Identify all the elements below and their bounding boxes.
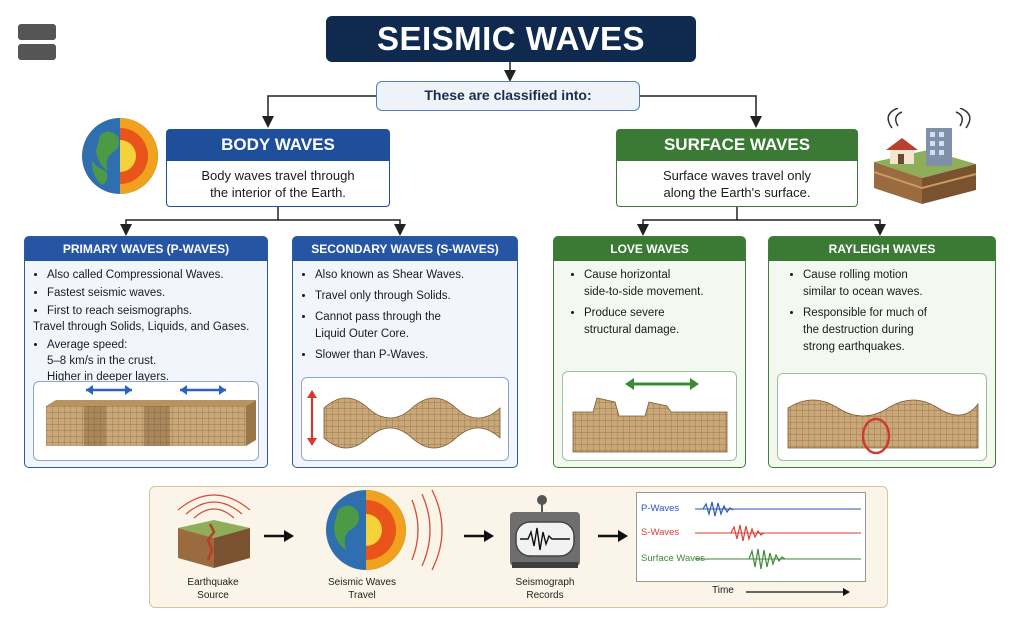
list-item: Cause horizontal side-to-side movement. [584,267,745,301]
list-item-text: structural damage. [584,324,680,336]
surface-waves-header: SURFACE WAVES [616,129,858,161]
page-title: SEISMIC WAVES [326,16,696,62]
earth-cross-section-icon [82,118,158,194]
list-item-text: Cannot pass through the [315,311,441,323]
list-item-text: Slower than P-Waves. [315,349,429,361]
list-item-text: side-to-side movement. [584,286,704,298]
list-item-text: First to reach seismographs. [47,305,193,317]
time-axis-label: Time [712,585,734,596]
list-item: Travel only through Solids. [315,288,517,305]
love-waves-list: Cause horizontal side-to-side movement. P… [554,267,745,339]
body-waves-header: BODY WAVES [166,129,390,161]
secondary-waves-list: Also known as Shear Waves. Travel only t… [293,267,517,364]
surface-waves-description-line-1: Surface waves travel only [662,168,812,183]
step-label-line: Seismograph [515,577,575,588]
list-item: Responsible for much of the destruction d… [803,305,995,356]
seismic-waves-travel-icon [326,489,443,571]
rayleigh-waves-card: RAYLEIGH WAVES Cause rolling motion simil… [768,236,996,468]
step-seismograph-records: Seismograph Records [500,576,590,602]
step-label-line: Travel [348,590,376,601]
arrow-icon [464,530,494,542]
secondary-waves-card: SECONDARY WAVES (S-WAVES) Also known as … [292,236,518,468]
list-item-text: Average speed: [47,339,128,351]
list-item: Fastest seismic waves. [47,285,267,301]
list-item: Also known as Shear Waves. [315,267,517,284]
primary-waves-list: Also called Compressional Waves. Fastest… [25,267,267,385]
primary-waves-title: PRIMARY WAVES (P-WAVES) [25,237,267,261]
legend-s-waves: S-Waves [641,527,680,538]
time-arrow-icon [746,588,850,596]
classification-label: These are classified into: [376,81,640,111]
list-item: Produce severe structural damage. [584,305,745,339]
legend-p-waves: P-Waves [641,503,680,514]
body-waves-description-line-1: Body waves travel through [201,168,355,183]
list-item-text: Produce severe [584,307,665,319]
list-item-text: Responsible for much of [803,307,928,319]
s-wave-illustration [301,377,509,461]
list-item: Average speed: 5–8 km/s in the crust. High… [47,337,267,385]
building-ground-icon [873,108,977,204]
body-waves-description-line-2: the interior of the Earth. [210,185,346,200]
arrow-icon [264,530,294,542]
step-earthquake-source: Earthquake Source [170,576,256,602]
list-item-text: 5–8 km/s in the crust. [47,355,157,367]
step-label-line: Earthquake [187,577,239,588]
list-item-text: Travel only through Solids. [315,290,451,302]
rayleigh-waves-title: RAYLEIGH WAVES [769,237,995,261]
primary-waves-card: PRIMARY WAVES (P-WAVES) Also called Comp… [24,236,268,468]
step-label-line: Seismic Waves [328,577,396,588]
menu-icon[interactable] [18,24,56,62]
list-item-text: Liquid Outer Core. [315,328,409,340]
list-item-text: strong earthquakes. [803,341,905,353]
surface-waves-description-line-2: along the Earth's surface. [663,185,811,200]
list-item: Slower than P-Waves. [315,347,517,364]
step-label-line: Source [197,590,229,601]
list-item: Also called Compressional Waves. [47,267,267,283]
list-item-text: Higher in deeper layers. [47,371,170,383]
body-waves-description: Body waves travel through the interior o… [166,161,390,207]
step-label-line: Records [526,590,564,601]
love-wave-illustration [562,371,737,461]
list-item-text: Travel through Solids, Liquids, and Gase… [33,321,250,333]
list-item-text: Fastest seismic waves. [47,287,166,299]
list-item-text: Also called Compressional Waves. [47,269,224,281]
list-item-text: similar to ocean waves. [803,286,923,298]
list-item-text: the destruction during [803,324,914,336]
list-item-text: Also known as Shear Waves. [315,269,465,281]
p-wave-illustration [33,381,259,461]
earthquake-source-icon [177,494,251,568]
rayleigh-wave-illustration [777,373,987,461]
rayleigh-waves-list: Cause rolling motion similar to ocean wav… [769,267,995,356]
legend-surface-waves: Surface Waves [641,553,706,564]
list-item: First to reach seismographs. Travel throu… [33,303,267,335]
arrow-icon [598,530,628,542]
list-item-text: Cause rolling motion [803,269,908,281]
list-item-text: Cause horizontal [584,269,671,281]
list-item: Cause rolling motion similar to ocean wav… [803,267,995,301]
secondary-waves-title: SECONDARY WAVES (S-WAVES) [293,237,517,261]
seismogram-chart: P-Waves S-Waves Surface Waves [636,492,866,582]
step-seismic-waves-travel: Seismic Waves Travel [316,576,408,602]
love-waves-card: LOVE WAVES Cause horizontal side-to-side … [553,236,746,468]
surface-waves-description: Surface waves travel only along the Eart… [616,161,858,207]
seismograph-icon [510,495,580,568]
love-waves-title: LOVE WAVES [554,237,745,261]
